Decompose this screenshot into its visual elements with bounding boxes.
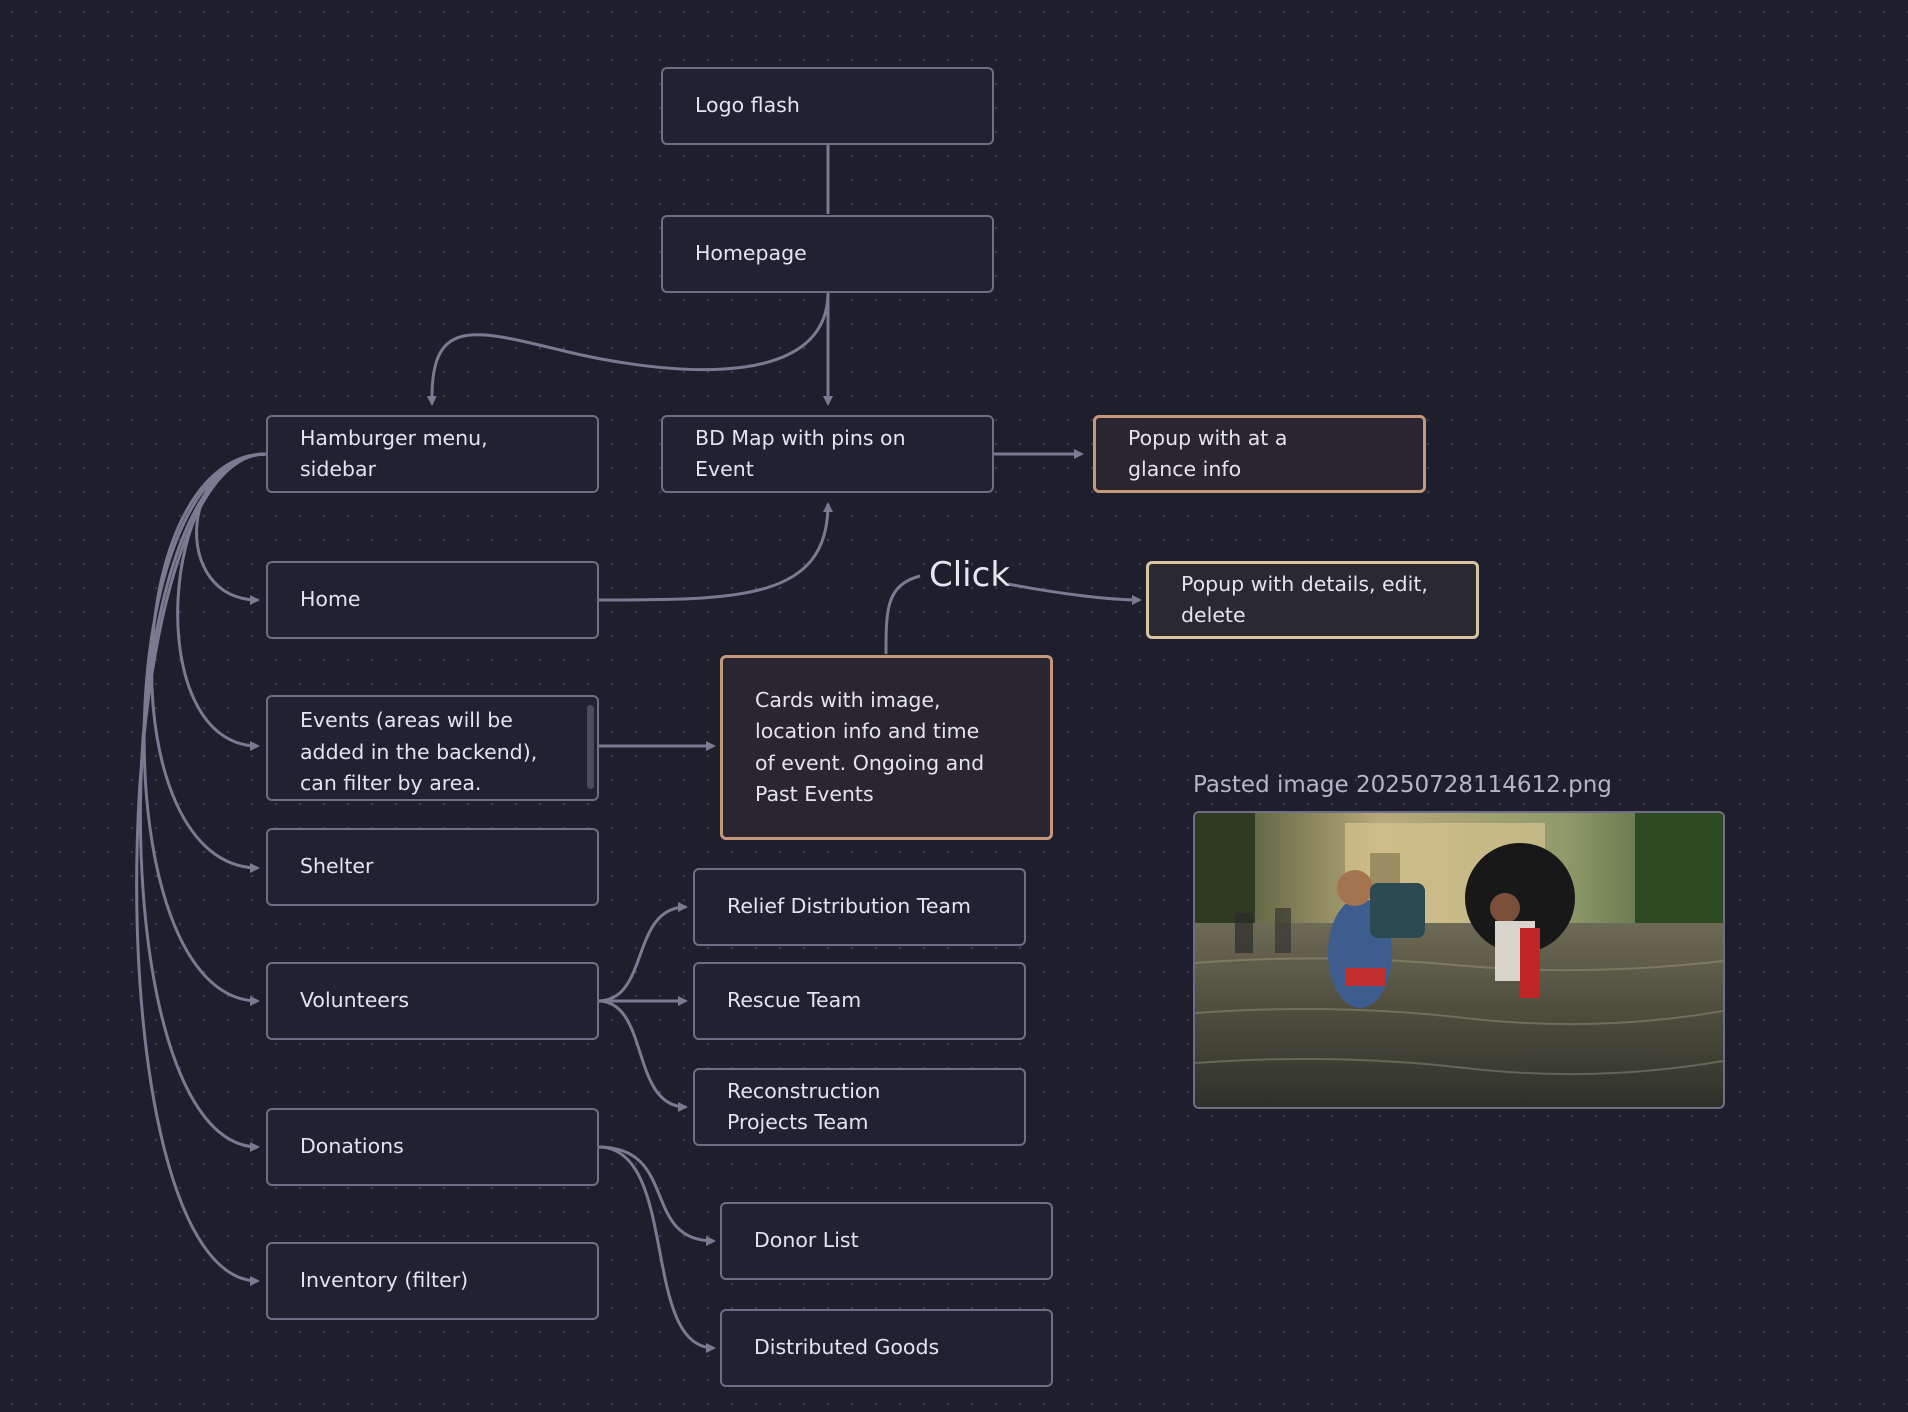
- node-shelter[interactable]: Shelter: [266, 828, 599, 906]
- image-caption: Pasted image 20250728114612.png: [1193, 772, 1612, 798]
- node-homepage[interactable]: Homepage: [661, 215, 994, 293]
- node-home[interactable]: Home: [266, 561, 599, 639]
- node-donations[interactable]: Donations: [266, 1108, 599, 1186]
- node-label: Reconstruction Projects Team: [727, 1078, 881, 1135]
- node-label: Events (areas will be added in the backe…: [300, 708, 538, 795]
- node-label: Donor List: [754, 1228, 859, 1253]
- node-label: Homepage: [695, 241, 807, 266]
- node-inventory[interactable]: Inventory (filter): [266, 1242, 599, 1320]
- node-bd-map[interactable]: BD Map with pins on Event: [661, 415, 994, 493]
- node-reconstruction-team[interactable]: Reconstruction Projects Team: [693, 1068, 1026, 1146]
- node-label: Popup with at a glance info: [1128, 425, 1288, 482]
- node-donor-list[interactable]: Donor List: [720, 1202, 1053, 1280]
- node-volunteers[interactable]: Volunteers: [266, 962, 599, 1040]
- edge-home-map: [597, 502, 833, 602]
- node-popup-details[interactable]: Popup with details, edit, delete: [1146, 561, 1479, 639]
- node-rescue-team[interactable]: Rescue Team: [693, 962, 1026, 1040]
- node-label: Relief Distribution Team: [727, 894, 971, 919]
- node-label: Logo flash: [695, 93, 800, 118]
- node-relief-team[interactable]: Relief Distribution Team: [693, 868, 1026, 946]
- node-label: Inventory (filter): [300, 1268, 469, 1293]
- node-popup-glance[interactable]: Popup with at a glance info: [1093, 415, 1426, 493]
- edge-hamburger-donations: [139, 452, 267, 1152]
- node-label: Distributed Goods: [754, 1335, 940, 1360]
- node-logo-flash[interactable]: Logo flash: [661, 67, 994, 145]
- node-label: Donations: [300, 1134, 404, 1159]
- node-cards[interactable]: Cards with image, location info and time…: [720, 655, 1053, 840]
- node-hamburger-menu[interactable]: Hamburger menu, sidebar: [266, 415, 599, 493]
- node-label: Cards with image, location info and time…: [755, 687, 985, 807]
- embedded-flood-photo[interactable]: [1193, 811, 1725, 1109]
- edge-volunteers-reconstruction: [597, 999, 688, 1112]
- node-label: Volunteers: [300, 988, 410, 1013]
- node-label: Shelter: [300, 854, 374, 879]
- edge-homepage-hamburger: [426, 291, 830, 406]
- node-label: Rescue Team: [727, 988, 862, 1013]
- edge-donations-distributed: [597, 1145, 716, 1353]
- edge-volunteers-relief: [597, 902, 688, 1003]
- edge-donations-donorlist: [597, 1145, 716, 1246]
- edge-click-popup-details: [1007, 582, 1142, 605]
- node-label: Popup with details, edit, delete: [1181, 571, 1428, 628]
- edge-hamburger-volunteers: [142, 452, 267, 1006]
- node-scrollbar[interactable]: [587, 705, 594, 789]
- node-label: Home: [300, 587, 361, 612]
- edge-cards-click: [884, 574, 921, 655]
- node-distributed-goods[interactable]: Distributed Goods: [720, 1309, 1053, 1387]
- node-label: Hamburger menu, sidebar: [300, 425, 488, 482]
- edge-hamburger-inventory: [135, 452, 267, 1286]
- node-events[interactable]: Events (areas will be added in the backe…: [266, 695, 599, 801]
- node-label: BD Map with pins on Event: [695, 425, 906, 482]
- edge-hamburger-home: [195, 452, 267, 605]
- edge-label-click: Click: [929, 555, 1011, 595]
- edge-hamburger-shelter: [150, 452, 267, 873]
